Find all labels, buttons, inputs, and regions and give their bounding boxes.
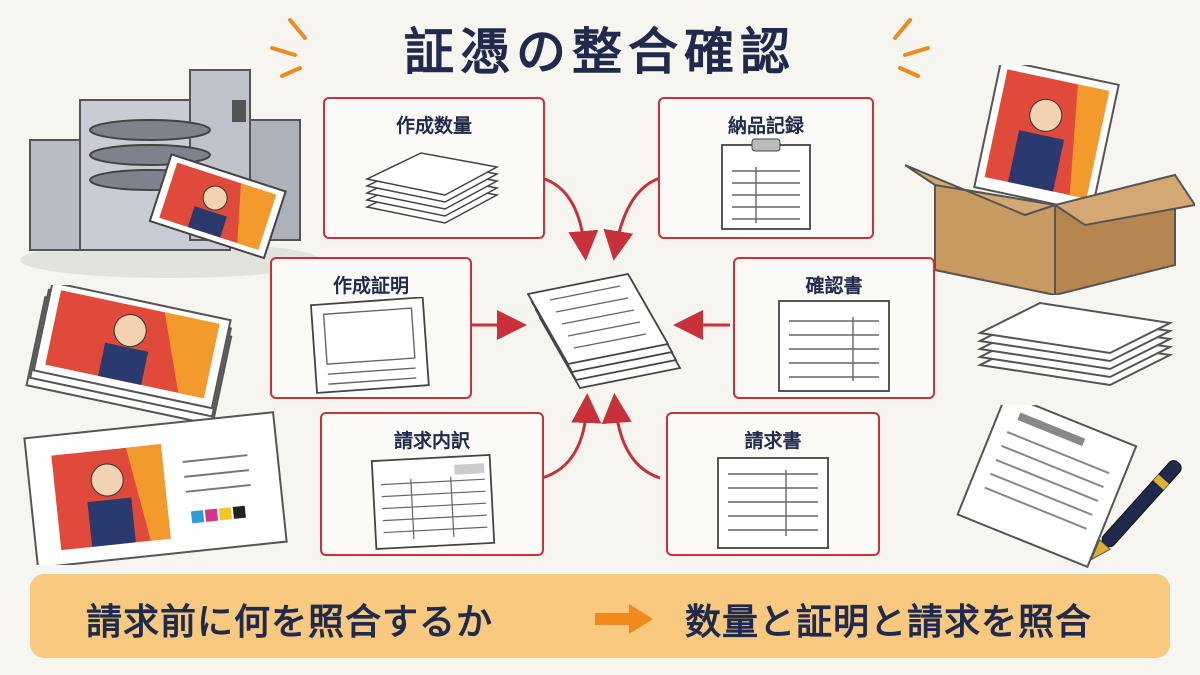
banner-answer-text: 数量と証明と請求を照合 [685,602,1093,643]
certificate-icon [309,297,430,394]
confirmation-document-box: 確認書 [733,257,935,399]
page-title: 証憑の整合確認 [404,23,796,81]
portrait-print-stack [25,285,233,425]
invoice-label: 請求書 [744,430,802,452]
central-document-stack [526,272,682,390]
pen-icon [1090,460,1182,561]
delivery-record-label: 納品記録 [727,115,804,137]
invoice-icon [717,457,829,549]
arrow-right-icon [595,604,653,634]
delivery-box [905,65,1195,295]
form-document-icon [778,300,890,392]
clipboard-icon [721,138,811,230]
paper-stack-icon [364,152,500,224]
paper-stack [976,301,1174,387]
confirmation-document-label: 確認書 [805,275,863,297]
production-certificate-label: 作成証明 [332,275,409,297]
printing-press-illustration [20,69,320,278]
document-with-pen [956,405,1182,569]
summary-banner: 請求前に何を照合するか 数量と証明と請求を照合 [30,574,1170,658]
title-sparks [270,18,930,78]
billing-breakdown-label: 請求内訳 [393,430,470,452]
banner-question-text: 請求前に何を照合するか [86,602,494,643]
invoice-box: 請求書 [666,412,880,556]
production-certificate-box: 作成証明 [270,257,472,399]
spreadsheet-icon [370,453,496,550]
billing-breakdown-box: 請求内訳 [320,412,544,556]
proof-sheet [23,411,288,565]
delivery-record-box: 納品記録 [658,97,874,239]
production-quantity-box: 作成数量 [323,97,545,239]
production-quantity-label: 作成数量 [395,115,472,137]
